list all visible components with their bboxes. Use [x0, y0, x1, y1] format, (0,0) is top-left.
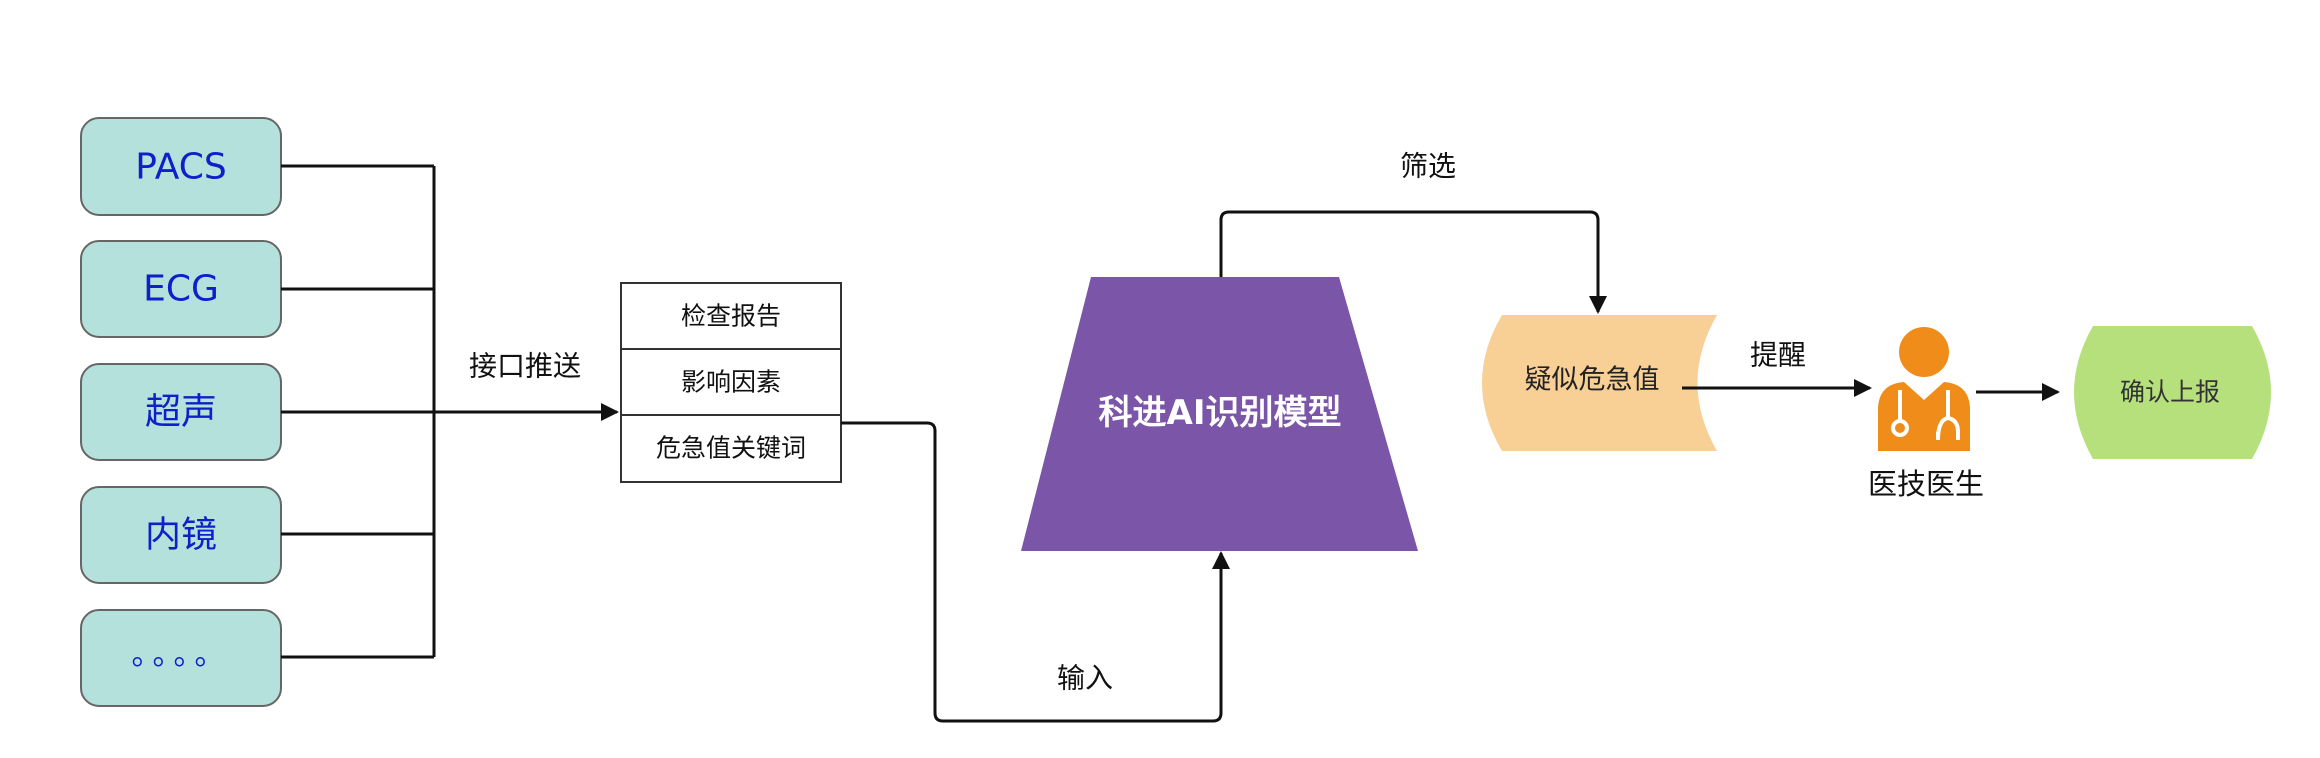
- source-label: ECG: [143, 269, 219, 310]
- source-box-more: 。。。。: [80, 609, 282, 707]
- report-fields-table: 检查报告 影响因素 危急值关键词: [620, 282, 842, 483]
- remind-label: 提醒: [1750, 339, 1806, 372]
- suspect-label: 疑似危急值: [1525, 365, 1660, 396]
- source-label: 内镜: [145, 515, 217, 556]
- source-label: PACS: [135, 147, 226, 188]
- input-label: 输入: [1057, 662, 1113, 695]
- input-connector: [841, 421, 1230, 723]
- confirm-label: 确认上报: [2120, 378, 2220, 407]
- filter-label: 筛选: [1400, 150, 1456, 183]
- push-label: 接口推送: [469, 350, 581, 383]
- source-label: 。。。。: [132, 638, 231, 673]
- source-box-ultrasound: 超声: [80, 363, 282, 461]
- source-connectors: [281, 164, 619, 659]
- confirm-report: 确认上报: [2074, 326, 2271, 459]
- ai-model: 科进AI识别模型: [1021, 277, 1418, 551]
- field-critical-keywords: 危急值关键词: [656, 434, 806, 463]
- doctor-label: 医技医生: [1868, 467, 1984, 501]
- field-influencing-factors: 影响因素: [681, 368, 781, 397]
- model-label: 科进AI识别模型: [1099, 393, 1342, 433]
- field-exam-report: 检查报告: [681, 302, 781, 331]
- source-box-pacs: PACS: [80, 117, 282, 216]
- source-box-endoscopy: 内镜: [80, 486, 282, 584]
- source-box-ecg: ECG: [80, 240, 282, 338]
- filter-connector: [1219, 210, 1607, 314]
- doctor-icon: [1878, 327, 1970, 451]
- source-label: 超声: [145, 392, 217, 433]
- suspected-critical-value: 疑似危急值: [1482, 315, 1717, 451]
